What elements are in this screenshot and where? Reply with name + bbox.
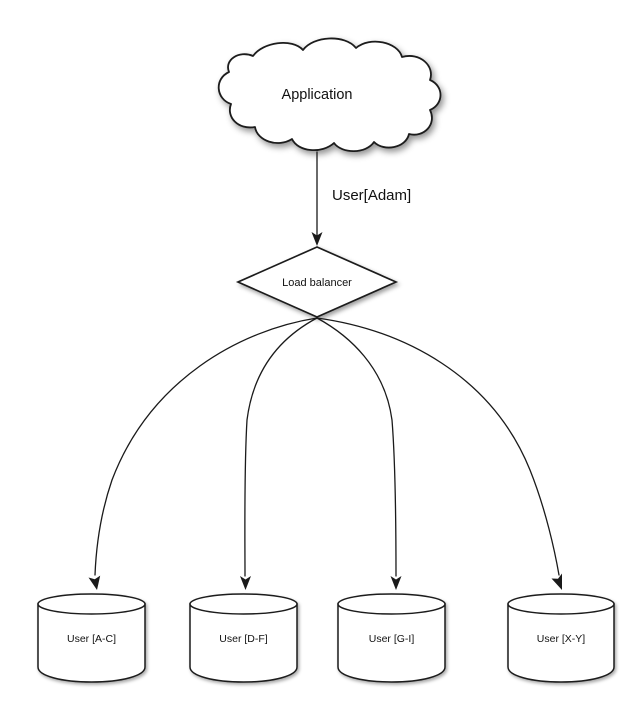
diamond-label: Load balancer <box>282 277 352 289</box>
db-0-top <box>37 593 146 615</box>
cloud-shape <box>217 37 442 153</box>
db-3-body-group <box>507 593 615 683</box>
db-2-label: User [G-I] <box>369 633 415 645</box>
diamond-shape <box>235 246 399 318</box>
arrow-head-db-2 <box>390 576 402 590</box>
node-diamond-load-balancer[interactable]: Load balancer <box>235 246 399 318</box>
db-3-top <box>507 593 615 615</box>
db-0-label: User [A-C] <box>67 633 116 645</box>
node-database-user-g-i[interactable]: User [G-I] <box>337 593 446 683</box>
node-cloud-application[interactable]: Application <box>217 37 442 153</box>
db-1-body <box>189 603 298 683</box>
edge-curve-0 <box>94 317 318 576</box>
db-3-label: User [X-Y] <box>537 633 586 645</box>
edge-curve-3 <box>316 317 560 576</box>
db-0-body-group <box>37 593 146 683</box>
db-1-body-group <box>189 593 298 683</box>
node-database-user-d-f[interactable]: User [D-F] <box>189 593 298 683</box>
edge-load-balancer-to-db-1[interactable] <box>240 317 318 590</box>
edge-load-balancer-to-db-2[interactable] <box>316 317 402 590</box>
arrow-head-db-3 <box>551 573 562 590</box>
edge-curve-1 <box>244 317 318 577</box>
edge-curve-2 <box>316 317 397 577</box>
edge-load-balancer-to-db-3[interactable] <box>316 317 562 590</box>
arrow-head-to-load-balancer <box>311 232 323 246</box>
db-1-label: User [D-F] <box>219 633 267 645</box>
edge-load-balancer-to-db-0[interactable] <box>88 317 318 590</box>
arrow-head-db-0 <box>88 575 101 590</box>
db-3-body <box>507 603 615 683</box>
node-database-user-a-c[interactable]: User [A-C] <box>37 593 146 683</box>
node-database-user-x-y[interactable]: User [X-Y] <box>507 593 615 683</box>
db-2-top <box>337 593 446 615</box>
db-2-body <box>337 603 446 683</box>
arrow-head-db-1 <box>240 576 251 590</box>
db-2-body-group <box>337 593 446 683</box>
db-1-top <box>189 593 298 615</box>
db-0-body <box>37 603 146 683</box>
cloud-label: Application <box>282 87 353 103</box>
edge-label-user-adam: User[Adam] <box>332 187 411 204</box>
edge-application-to-load-balancer[interactable]: User[Adam] <box>311 151 412 246</box>
